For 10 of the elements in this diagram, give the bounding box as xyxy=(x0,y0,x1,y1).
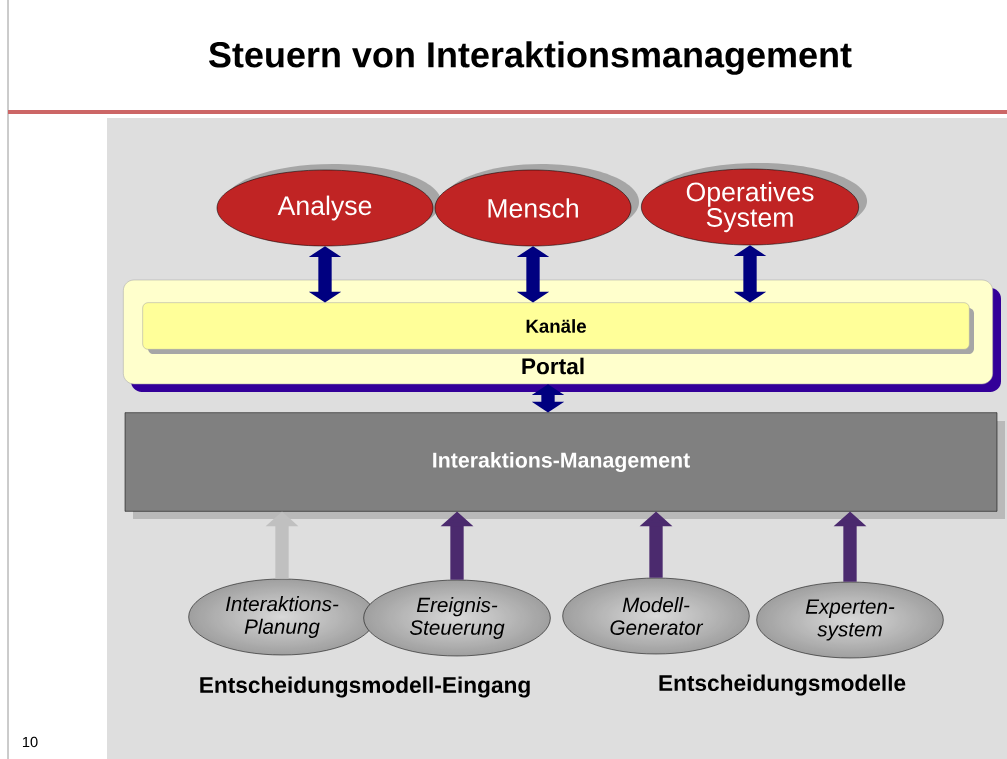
block-arrow xyxy=(308,246,342,303)
group-label: Entscheidungsmodelle xyxy=(659,674,906,696)
title: Steuern von Interaktionsmanagement xyxy=(209,41,852,75)
group-label: Entscheidungsmodell-Eingang xyxy=(200,676,530,698)
channel-bar: Kanäle xyxy=(142,302,970,350)
block-arrow xyxy=(516,246,550,303)
page-number: 10 xyxy=(22,736,38,748)
management-box: Interaktions-Management xyxy=(124,412,998,512)
block-arrow xyxy=(733,245,767,303)
block-arrow xyxy=(531,384,565,413)
